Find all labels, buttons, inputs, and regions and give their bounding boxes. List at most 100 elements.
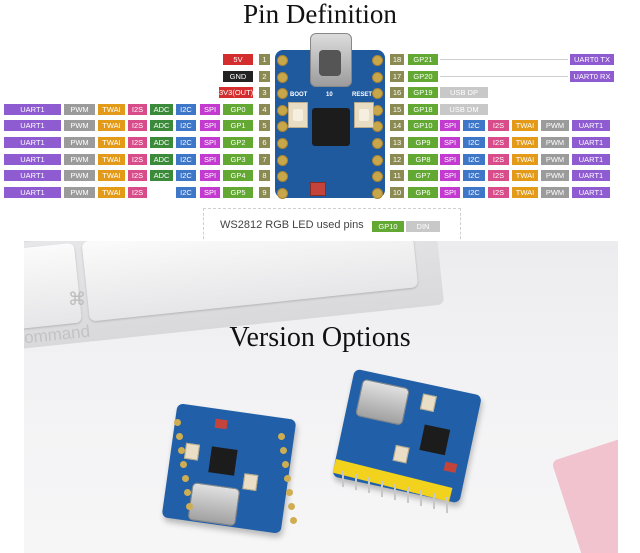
function-label: I2S — [488, 137, 509, 148]
pink-object — [551, 436, 618, 553]
function-label: I2S — [488, 120, 509, 132]
function-label: I2C — [176, 137, 196, 148]
usb-c-connector — [187, 482, 241, 527]
castellated-pad — [372, 88, 383, 100]
castellated-pad — [277, 138, 288, 149]
gpio-label: GND — [223, 70, 253, 82]
function-label: SPI — [200, 120, 220, 132]
header-pin — [342, 471, 344, 487]
usb-label: USB DM — [440, 103, 488, 115]
header-pin — [446, 496, 448, 513]
function-label: SPI — [200, 103, 220, 115]
header-pin — [368, 477, 370, 494]
function-label: I2C — [463, 186, 485, 198]
castellated-pad — [277, 154, 288, 166]
castellated-pad — [372, 71, 383, 83]
function-label: I2S — [128, 137, 147, 148]
connector-line — [440, 75, 568, 77]
rgb-led — [443, 461, 458, 473]
header-pin — [355, 474, 357, 491]
function-label: ADC — [150, 170, 173, 182]
pin-number: 9 — [259, 186, 270, 198]
esp32-chip — [312, 108, 350, 146]
function-label: TWAI — [98, 137, 125, 148]
gpio-label: GP2 — [223, 137, 253, 148]
function-label: UART1 — [572, 137, 610, 148]
boot-button — [288, 102, 308, 128]
pin-number: 10 — [390, 186, 404, 198]
castellated-pad — [372, 187, 383, 199]
led-caption-box: WS2812 RGB LED used pins GP10 DIN — [203, 208, 461, 244]
function-label: TWAI — [512, 170, 538, 182]
pin-number: 16 — [390, 87, 404, 99]
pin-number: 11 — [390, 170, 404, 182]
function-label: UART1 — [572, 186, 610, 198]
function-label: I2S — [128, 186, 147, 198]
castellated-pad — [184, 489, 191, 496]
pin-number: 13 — [390, 137, 404, 148]
uart0-label: UART0 RX — [570, 70, 614, 82]
function-label: SPI — [200, 186, 220, 198]
usb-c-connector — [310, 33, 352, 87]
function-label: I2C — [463, 120, 485, 132]
function-label: PWM — [541, 137, 569, 148]
function-label: TWAI — [512, 153, 538, 165]
esp32-chip — [419, 424, 451, 456]
pin-number: 12 — [390, 153, 404, 165]
castellated-pad — [277, 104, 288, 116]
gpio-label: GP6 — [408, 186, 438, 198]
function-label: PWM — [541, 120, 569, 132]
function-label: ADC — [150, 120, 173, 132]
function-label: UART1 — [4, 120, 61, 132]
function-label: I2C — [176, 153, 196, 165]
function-label: I2S — [488, 153, 509, 165]
function-label: ADC — [150, 103, 173, 115]
header-pin — [407, 487, 409, 503]
pin-number: 8 — [259, 170, 270, 182]
function-label: PWM — [64, 103, 95, 115]
keyboard-key — [24, 242, 83, 331]
function-label: UART1 — [4, 170, 61, 182]
function-label: I2C — [463, 153, 485, 165]
function-label: TWAI — [98, 120, 125, 132]
function-label: SPI — [200, 170, 220, 182]
connector-line — [440, 59, 568, 60]
castellated-pad — [277, 88, 288, 100]
function-label: ADC — [150, 153, 173, 165]
function-label: PWM — [64, 186, 95, 198]
castellated-pad — [178, 447, 185, 454]
function-label: SPI — [440, 137, 460, 148]
function-label: TWAI — [98, 186, 125, 198]
function-label: SPI — [200, 153, 220, 165]
header-pin — [420, 490, 422, 507]
function-label: I2S — [128, 103, 147, 115]
pin-number: 5 — [259, 120, 270, 132]
led-gpio-label: GP10 — [372, 221, 404, 232]
pin-number: 4 — [259, 103, 270, 115]
castellated-pad — [280, 447, 287, 454]
function-label: TWAI — [512, 137, 538, 148]
castellated-pad — [372, 154, 383, 166]
rgb-led — [214, 418, 228, 430]
castellated-pad — [174, 419, 181, 426]
function-label: SPI — [440, 170, 460, 182]
reset-silk-label: RESET — [352, 92, 373, 98]
castellated-pad — [176, 433, 183, 440]
header-pin — [433, 493, 435, 510]
pin-number: 18 — [390, 54, 404, 65]
gpio-label: GP8 — [408, 153, 438, 165]
gpio-label: GP9 — [408, 137, 438, 148]
gpio-label: GP19 — [408, 87, 438, 99]
reset-button — [242, 473, 259, 491]
function-label: SPI — [440, 186, 460, 198]
pin-number: 6 — [259, 137, 270, 148]
pin-number: 15 — [390, 103, 404, 115]
castellated-pad — [180, 461, 187, 468]
pin-number: 7 — [259, 153, 270, 165]
gpio-label: GP7 — [408, 170, 438, 182]
pin-number: 2 — [259, 70, 270, 82]
gpio-label: GP3 — [223, 153, 253, 165]
function-label: TWAI — [98, 153, 125, 165]
castellated-pad — [277, 71, 288, 83]
